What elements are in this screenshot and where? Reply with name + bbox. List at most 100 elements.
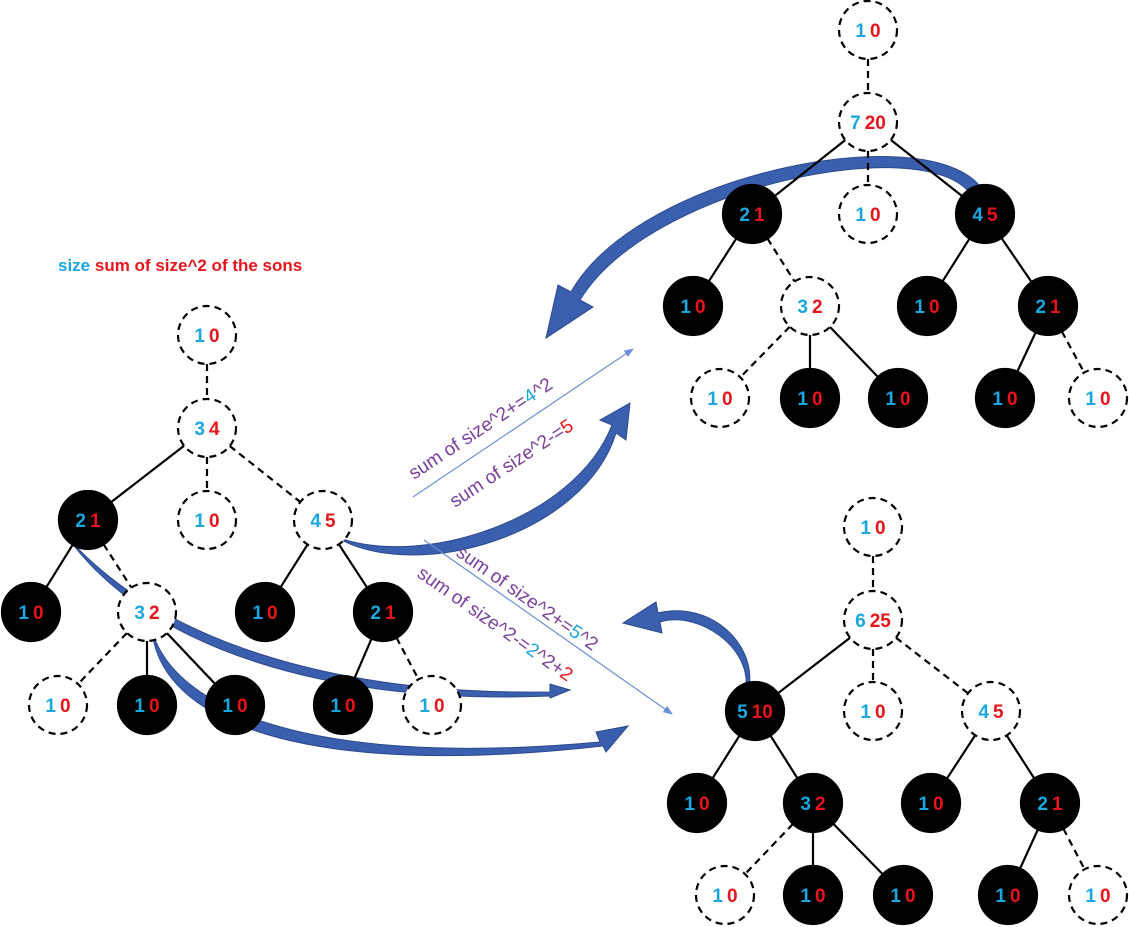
straight-arrows: [412, 348, 673, 715]
node-size-value: 1: [800, 886, 811, 907]
node-circle: [837, 183, 899, 245]
node-circle: [837, 0, 899, 61]
node-circle: [689, 367, 751, 429]
node-size-value: 4: [310, 511, 321, 532]
node-sum-value: 0: [1007, 389, 1018, 410]
node-circle: [1017, 275, 1079, 337]
node-circle: [837, 91, 899, 153]
node-circle: [176, 397, 238, 459]
tree-edge: [45, 544, 74, 588]
node-size-value: 3: [194, 419, 205, 440]
node-circle: [977, 864, 1039, 926]
node-circle: [721, 183, 783, 245]
node-size-value: 1: [890, 886, 901, 907]
node-size-value: 1: [918, 794, 929, 815]
node-sum-value: 0: [815, 886, 826, 907]
node-sum-value: 0: [727, 886, 738, 907]
node-circle: [1067, 367, 1129, 429]
node-sum-value: 0: [695, 297, 706, 318]
node-circle: [974, 367, 1036, 429]
node-circle: [662, 275, 724, 337]
node-sum-value: 2: [149, 603, 160, 624]
node-sum-value: 0: [434, 696, 445, 717]
node-size-value: 4: [972, 205, 983, 226]
tree-edge: [766, 237, 796, 283]
node-circle: [204, 674, 266, 736]
node-circle: [779, 275, 841, 337]
node-size-value: 2: [75, 511, 86, 532]
tree-edge: [769, 734, 799, 780]
node-sum-value: 0: [699, 794, 710, 815]
node-sum-value: 2: [815, 794, 826, 815]
node-circle: [896, 275, 958, 337]
node-circle: [782, 864, 844, 926]
node-size-value: 1: [18, 603, 29, 624]
node-circle: [842, 496, 904, 558]
tree-edge: [895, 636, 969, 695]
node-sum-value: 0: [149, 696, 160, 717]
node-size-value: 1: [914, 297, 925, 318]
tree-edge: [711, 734, 741, 780]
node-size-value: 1: [252, 603, 263, 624]
node-circle: [867, 367, 929, 429]
node-size-value: 1: [860, 702, 871, 723]
node-circle: [842, 680, 904, 742]
node-size-value: 4: [978, 702, 989, 723]
tree-edge: [1000, 237, 1033, 283]
node-sum-value: 0: [870, 205, 881, 226]
tree-edge: [229, 445, 301, 503]
node-size-value: 1: [194, 511, 205, 532]
node-size-value: 1: [855, 21, 866, 42]
node-size-value: 1: [885, 389, 896, 410]
node-size-value: 1: [134, 696, 145, 717]
tree-edge: [166, 632, 216, 685]
node-sum-value: 25: [870, 611, 892, 632]
node-sum-value: 20: [865, 113, 886, 134]
tree-edge: [744, 823, 794, 875]
node-sum-value: 0: [722, 389, 733, 410]
node-circle: [872, 864, 934, 926]
node-sum-value: 10: [752, 702, 773, 723]
node-size-value: 1: [1085, 886, 1096, 907]
tree-edge: [395, 637, 420, 680]
tree-edge: [829, 326, 879, 378]
node-size-value: 2: [1037, 794, 1048, 815]
tree-edge: [941, 237, 971, 283]
tree-edge: [707, 237, 738, 283]
node-size-value: 2: [739, 205, 750, 226]
